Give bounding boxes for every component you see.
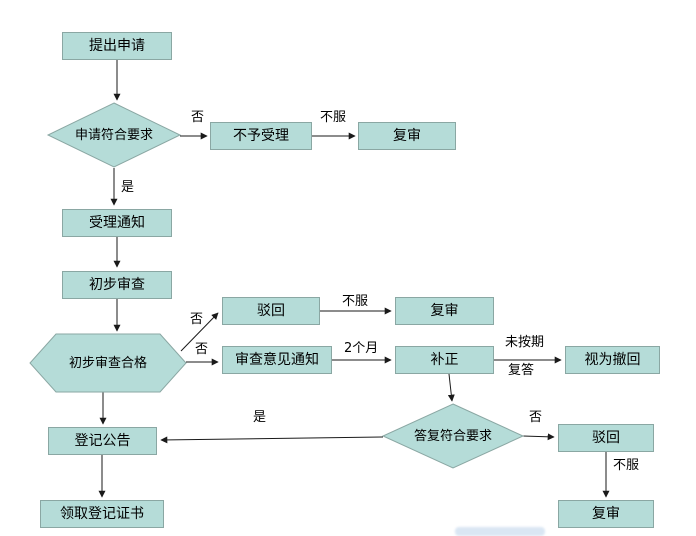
diamond-shape bbox=[46, 102, 182, 168]
node-reject-1-label: 驳回 bbox=[257, 303, 285, 319]
node-check-preliminary: 初步审查合格 bbox=[29, 333, 187, 393]
edge-label-yes-2: 是 bbox=[253, 410, 267, 425]
watermark-remnant bbox=[455, 527, 545, 536]
node-review-3-label: 复审 bbox=[592, 506, 620, 522]
node-preliminary-exam-label: 初步审查 bbox=[89, 277, 145, 293]
node-preliminary-exam: 初步审查 bbox=[62, 271, 172, 299]
edge-label-no-4: 否 bbox=[529, 410, 543, 425]
edge-check-reply-to-reject2 bbox=[522, 433, 555, 441]
edge-label-dissatisfied-3: 不服 bbox=[613, 458, 640, 473]
node-reject-2-label: 驳回 bbox=[592, 430, 620, 446]
node-reject-1: 驳回 bbox=[222, 297, 320, 325]
edge-label-overdue-line1: 未按期 bbox=[505, 335, 545, 350]
edge-label-two-months: 2个月 bbox=[344, 341, 379, 356]
node-reject-2: 驳回 bbox=[558, 424, 654, 452]
node-review-1-label: 复审 bbox=[393, 128, 421, 144]
node-review-3: 复审 bbox=[558, 500, 654, 528]
node-check-application-label: 申请符合要求 bbox=[74, 127, 153, 143]
edge-label-dissatisfied-2: 不服 bbox=[342, 294, 369, 309]
edge-label-overdue-line2: 复答 bbox=[508, 363, 535, 378]
node-review-2: 复审 bbox=[395, 297, 494, 325]
edge-label-dissatisfied-1: 不服 bbox=[320, 110, 347, 125]
node-correction: 补正 bbox=[395, 346, 494, 374]
node-deemed-withdrawn: 视为撤回 bbox=[565, 346, 660, 374]
edge-label-yes-1: 是 bbox=[121, 180, 135, 195]
node-acceptance-notice: 受理通知 bbox=[62, 209, 172, 237]
edge-label-no-1: 否 bbox=[191, 110, 205, 125]
node-registration-announcement-label: 登记公告 bbox=[74, 433, 131, 449]
node-correction-label: 补正 bbox=[430, 352, 459, 368]
node-registration-announcement: 登记公告 bbox=[48, 427, 157, 455]
diamond-shape bbox=[381, 403, 525, 469]
node-check-application: 申请符合要求 bbox=[46, 102, 182, 168]
node-deemed-withdrawn-label: 视为撤回 bbox=[584, 352, 641, 368]
node-exam-opinion-notice-label: 审查意见通知 bbox=[235, 352, 319, 368]
edge-label-no-3: 否 bbox=[195, 342, 209, 357]
node-acceptance-notice-label: 受理通知 bbox=[89, 215, 145, 231]
edge-check-reply-to-announce bbox=[160, 436, 384, 444]
node-submit-application-label: 提出申请 bbox=[89, 38, 145, 54]
node-submit-application: 提出申请 bbox=[62, 32, 172, 60]
node-receive-certificate-label: 领取登记证书 bbox=[60, 506, 144, 522]
node-review-1: 复审 bbox=[358, 122, 456, 150]
node-check-reply-label: 答复符合要求 bbox=[413, 428, 492, 444]
node-not-accepted-label: 不予受理 bbox=[233, 128, 289, 144]
node-review-2-label: 复审 bbox=[430, 303, 459, 319]
edge-check-prelim-to-reject1 bbox=[180, 312, 219, 352]
node-receive-certificate: 领取登记证书 bbox=[40, 500, 164, 528]
hexagon-shape bbox=[29, 333, 187, 393]
node-not-accepted: 不予受理 bbox=[210, 122, 312, 150]
edge-label-no-2: 否 bbox=[190, 312, 204, 327]
node-check-preliminary-label: 初步审查合格 bbox=[68, 355, 147, 371]
node-exam-opinion-notice: 审查意见通知 bbox=[222, 346, 332, 374]
edge-correction-to-check-reply bbox=[447, 373, 455, 402]
node-check-reply: 答复符合要求 bbox=[381, 403, 525, 469]
